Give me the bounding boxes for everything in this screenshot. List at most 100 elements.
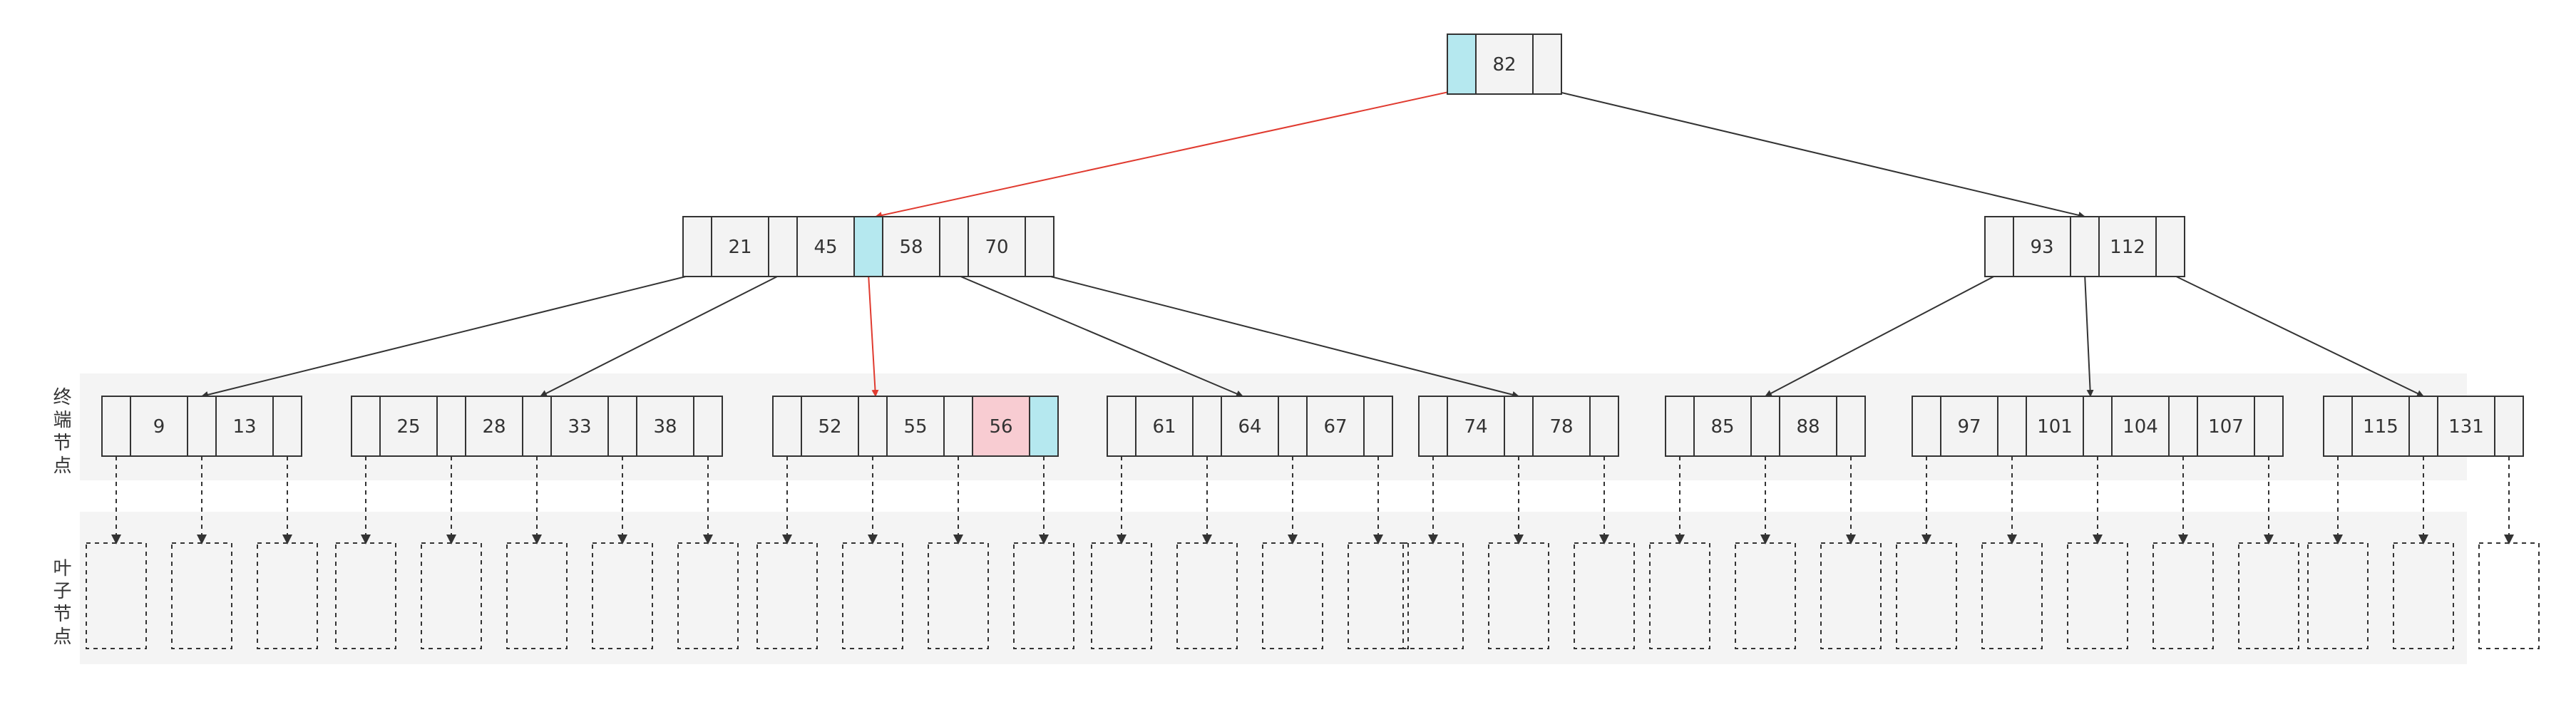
leaf-placeholder bbox=[2067, 542, 2128, 649]
pointer-cell bbox=[1418, 396, 1448, 457]
leaf-placeholder bbox=[335, 542, 396, 649]
key-cell bbox=[2437, 396, 2495, 457]
key-label: 25 bbox=[396, 416, 420, 438]
key-label: 85 bbox=[1710, 416, 1734, 438]
pointer-cell bbox=[1665, 396, 1695, 457]
leaf-placeholder bbox=[1091, 542, 1152, 649]
key-label: 38 bbox=[653, 416, 677, 438]
leaf-placeholder bbox=[171, 542, 232, 649]
leaf-placeholder bbox=[1348, 542, 1409, 649]
key-label: 64 bbox=[1238, 416, 1261, 438]
leaf-placeholder bbox=[1820, 542, 1882, 649]
pointer-cell bbox=[607, 396, 637, 457]
pointer-cell bbox=[2494, 396, 2524, 457]
key-cell bbox=[1940, 396, 1998, 457]
key-cell bbox=[215, 396, 274, 457]
search-path-edge bbox=[868, 273, 879, 397]
key-label: 74 bbox=[1464, 416, 1487, 438]
key-label: 115 bbox=[2363, 416, 2398, 438]
key-cell bbox=[796, 216, 855, 277]
pointer-cell bbox=[272, 396, 302, 457]
tree-edge bbox=[2084, 273, 2094, 397]
highlighted-pointer-cell bbox=[853, 216, 883, 277]
pointer-cell bbox=[2155, 216, 2185, 277]
leaf-placeholder bbox=[1262, 542, 1323, 649]
key-label: 104 bbox=[2123, 416, 2158, 438]
key-cell bbox=[550, 396, 609, 457]
pointer-cell bbox=[1363, 396, 1393, 457]
key-cell bbox=[1779, 396, 1837, 457]
leaf-placeholder bbox=[2152, 542, 2214, 649]
tree-edge bbox=[1765, 273, 2000, 397]
pointer-cell bbox=[1750, 396, 1780, 457]
key-label: 52 bbox=[818, 416, 841, 438]
pointer-cell bbox=[101, 396, 131, 457]
pointer-cell bbox=[682, 216, 712, 277]
pointer-cell bbox=[436, 396, 466, 457]
key-cell bbox=[1693, 396, 1752, 457]
highlighted-pointer-cell bbox=[1029, 396, 1059, 457]
pointer-cell bbox=[522, 396, 552, 457]
leaf-placeholder bbox=[1176, 542, 1238, 649]
leaf-placeholder bbox=[1896, 542, 1957, 649]
highlighted-key-cell bbox=[972, 396, 1030, 457]
key-cell bbox=[1135, 396, 1194, 457]
leaf-placeholders bbox=[86, 456, 2540, 649]
pointer-cell bbox=[2408, 396, 2438, 457]
highlighted-pointer-cell bbox=[1447, 33, 1477, 95]
key-label: 21 bbox=[728, 237, 751, 258]
key-cell bbox=[801, 396, 859, 457]
pointer-cell bbox=[693, 396, 723, 457]
leaf-placeholder bbox=[1981, 542, 2043, 649]
pointer-cell bbox=[1997, 396, 2027, 457]
tree-edge bbox=[953, 273, 1243, 398]
key-label: 70 bbox=[985, 237, 1008, 258]
key-label: 28 bbox=[482, 416, 506, 438]
leaf-placeholder bbox=[1649, 542, 1710, 649]
leaf-placeholder bbox=[2307, 542, 2369, 649]
tree-edge bbox=[1039, 273, 1519, 398]
pointer-cell bbox=[2323, 396, 2353, 457]
key-cell bbox=[886, 396, 945, 457]
key-label: 131 bbox=[2448, 416, 2484, 438]
pointer-cell bbox=[1589, 396, 1619, 457]
pointer-cell bbox=[2254, 396, 2284, 457]
key-label: 97 bbox=[1957, 416, 1981, 438]
pointer-cell bbox=[1278, 396, 1308, 457]
leaf-placeholder bbox=[842, 542, 903, 649]
key-cell bbox=[1221, 396, 1279, 457]
key-cell bbox=[636, 396, 694, 457]
key-cell bbox=[711, 216, 769, 277]
tree-edge bbox=[1543, 88, 2085, 219]
key-label: 58 bbox=[899, 237, 923, 258]
pointer-cell bbox=[1504, 396, 1534, 457]
leaf-placeholder bbox=[1402, 542, 1464, 649]
key-label: 107 bbox=[2208, 416, 2244, 438]
leaf-placeholder bbox=[506, 542, 568, 649]
key-label: 33 bbox=[568, 416, 591, 438]
tree-edge bbox=[201, 273, 698, 398]
pointer-cell bbox=[768, 216, 798, 277]
leaf-placeholder bbox=[2478, 542, 2540, 649]
search-path-edge bbox=[875, 88, 1466, 219]
tree-edge bbox=[540, 273, 784, 397]
terminal-node: 25 28 33 38 bbox=[351, 396, 723, 457]
pointer-cell bbox=[351, 396, 381, 457]
key-cell bbox=[1475, 33, 1534, 95]
key-label: 9 bbox=[153, 416, 165, 438]
terminal-band-label: 终端节点 bbox=[50, 387, 71, 478]
key-label: 78 bbox=[1549, 416, 1573, 438]
pointer-cell bbox=[2168, 396, 2198, 457]
leaf-placeholder bbox=[2238, 542, 2299, 649]
terminal-node: 115 131 bbox=[2323, 396, 2524, 457]
pointer-cell bbox=[2070, 216, 2100, 277]
key-label: 67 bbox=[1323, 416, 1347, 438]
pointer-cell bbox=[858, 396, 888, 457]
